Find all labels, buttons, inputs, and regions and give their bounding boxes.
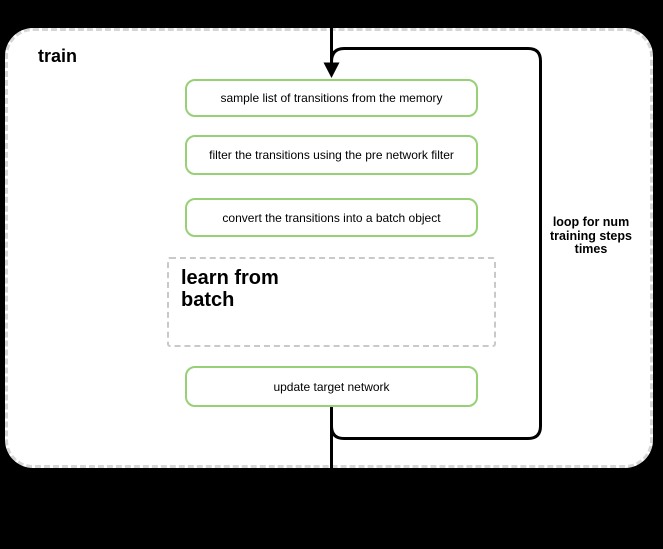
step-label: sample list of transitions from the memo… [220,91,443,105]
step-filter-transitions: filter the transitions using the pre net… [185,135,478,175]
step-convert-batch: convert the transitions into a batch obj… [185,198,478,237]
train-label: train [38,46,78,66]
step-label: filter the transitions using the pre net… [209,148,454,162]
step-label: convert the transitions into a batch obj… [222,210,441,225]
loop-annotation: loop for num training steps times [550,215,632,256]
group-label: learn from batch [181,267,279,311]
learn-from-batch-group: learn from batch [167,257,496,347]
step-sample-transitions: sample list of transitions from the memo… [185,79,478,117]
step-label: update target network [273,379,390,394]
step-update-target-network: update target network [185,366,478,407]
